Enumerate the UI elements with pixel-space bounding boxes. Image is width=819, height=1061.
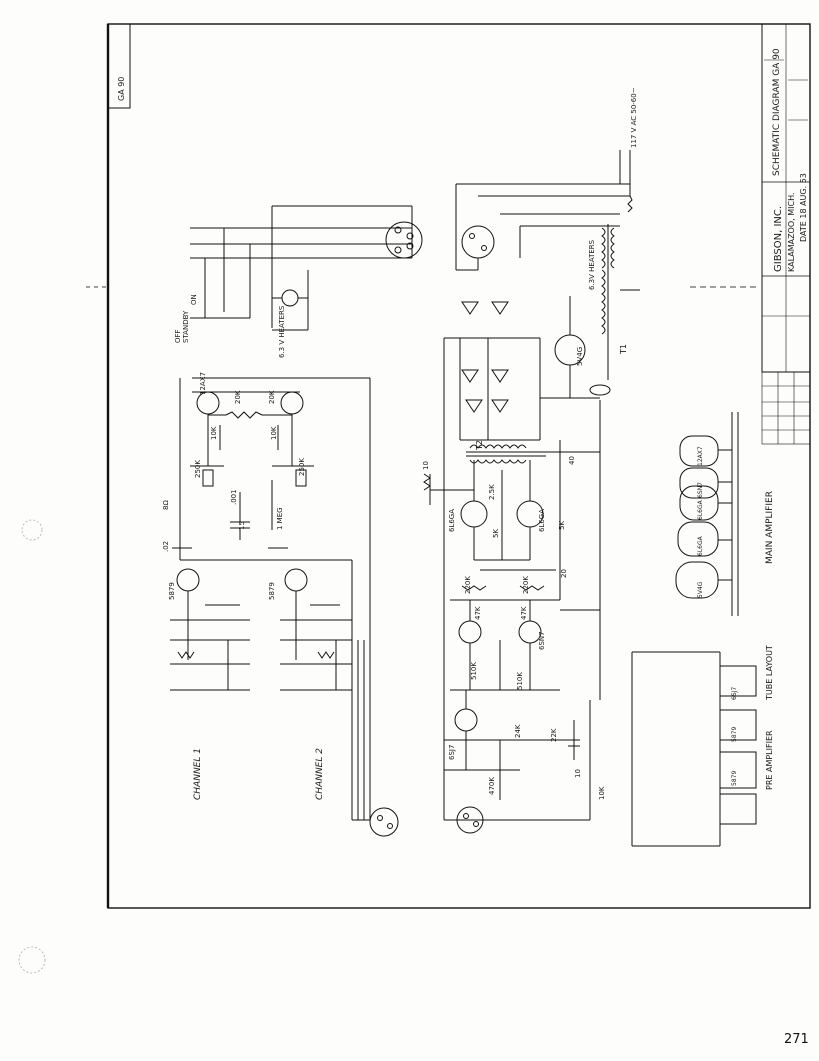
label-1meg: 1 MEG <box>276 507 284 530</box>
drawing-title: SCHEMATIC DIAGRAM GA 90 <box>772 48 782 176</box>
tube-layout-pre-2: 5879 <box>731 771 738 786</box>
tube-layout-pre <box>631 651 757 847</box>
label-on: ON <box>190 294 198 305</box>
label-6sj7: 6SJ7 <box>448 745 456 760</box>
preamp-section <box>170 377 399 837</box>
label-r24k: 24K <box>514 724 522 738</box>
label-r2-5k: 2.5K <box>488 484 496 500</box>
label-c001: .001 <box>230 489 238 505</box>
label-r5k: 5K <box>558 521 566 530</box>
label-ac-in: 117 V AC 50-60~ <box>630 87 638 148</box>
label-c20: 20 <box>560 569 568 578</box>
model-tag-box <box>107 23 131 109</box>
label-8ohm: 8Ω <box>162 500 170 510</box>
label-channel-1: CHANNEL 1 <box>193 748 203 800</box>
label-t1: T1 <box>619 344 628 355</box>
label-c40: 40 <box>568 456 576 465</box>
label-10-main: 10 <box>422 461 430 470</box>
label-r470k: 470K <box>488 777 496 795</box>
label-channel-2: CHANNEL 2 <box>315 748 325 800</box>
tube-layout-main-3: 6SN7 <box>697 482 704 498</box>
label-5v4g: 5V4G <box>576 347 584 366</box>
label-pre-amplifier: PRE AMPLIFIER <box>765 730 774 790</box>
label-5879-b: 5879 <box>268 582 276 600</box>
label-6l6ga-b: 6L6GA <box>538 509 546 532</box>
label-r510k-a: 510K <box>470 662 478 680</box>
tube-layout-main-1: 6L6GA <box>697 535 704 556</box>
tube-layout-main-4: 12AX7 <box>697 446 704 466</box>
punch-hole-mark <box>18 946 46 974</box>
model-tag: GA 90 <box>117 77 126 101</box>
label-r10k-a: 10K <box>210 426 218 440</box>
label-5k-mid: 5K <box>492 529 500 538</box>
tube-layout-main <box>675 412 739 616</box>
label-tube-layout: TUBE LAYOUT <box>765 645 774 701</box>
company-name: GIBSON, INC. <box>773 206 784 272</box>
label-r47k-b: 47K <box>520 606 528 620</box>
label-r47k-a: 47K <box>474 606 482 620</box>
main-amp-section <box>423 301 601 834</box>
label-r20k-a: 20K <box>234 390 242 404</box>
label-c02: .02 <box>162 541 170 552</box>
label-6sn7: 6SN7 <box>538 631 546 650</box>
title-block: GIBSON, INC. KALAMAZOO, MICH. DATE 18 AU… <box>761 23 811 373</box>
power-supply-section <box>455 150 640 440</box>
tube-layout-pre-1: 5879 <box>731 727 738 742</box>
label-r22k: 22K <box>550 728 558 742</box>
label-heaters-6v: 6.3 V HEATERS <box>278 305 286 358</box>
label-t2: T2 <box>475 440 484 451</box>
label-main-amplifier: MAIN AMPLIFIER <box>765 491 775 564</box>
label-5879-a: 5879 <box>168 582 176 600</box>
label-r10k-b: 10K <box>270 426 278 440</box>
label-6l6ga-a: 6L6GA <box>448 509 456 532</box>
label-off: OFF <box>174 329 182 343</box>
tube-layout-main-0: 5V4G <box>697 581 704 598</box>
label-r510k-b: 510K <box>516 672 524 690</box>
company-city: KALAMAZOO, MICH. <box>787 193 796 273</box>
label-r10k-c: 10K <box>598 786 606 800</box>
label-heaters-63: 6.3V HEATERS <box>588 239 596 290</box>
label-r250k-b: 250K <box>298 458 306 476</box>
revision-table <box>761 371 811 445</box>
label-r220k-a: 220K <box>464 576 472 594</box>
label-c10: 10 <box>574 769 582 778</box>
power-switch-section <box>190 205 423 331</box>
label-r220k-b: 220K <box>522 576 530 594</box>
tube-layout-main-2: 6L6GA <box>697 499 704 520</box>
tube-layout-pre-0: 6SJ7 <box>731 687 738 700</box>
page-number: 271 <box>784 1032 809 1047</box>
label-r250k-a: 250K <box>194 460 202 478</box>
label-standby: STANDBY <box>182 310 190 343</box>
punch-hole-mark <box>21 519 43 541</box>
drawing-date: DATE 18 AUG. 53 <box>799 173 808 242</box>
label-r20k-b: 20K <box>268 390 276 404</box>
label-c15: 15 <box>238 521 246 530</box>
label-12ax7: 12AX7 <box>199 372 207 395</box>
